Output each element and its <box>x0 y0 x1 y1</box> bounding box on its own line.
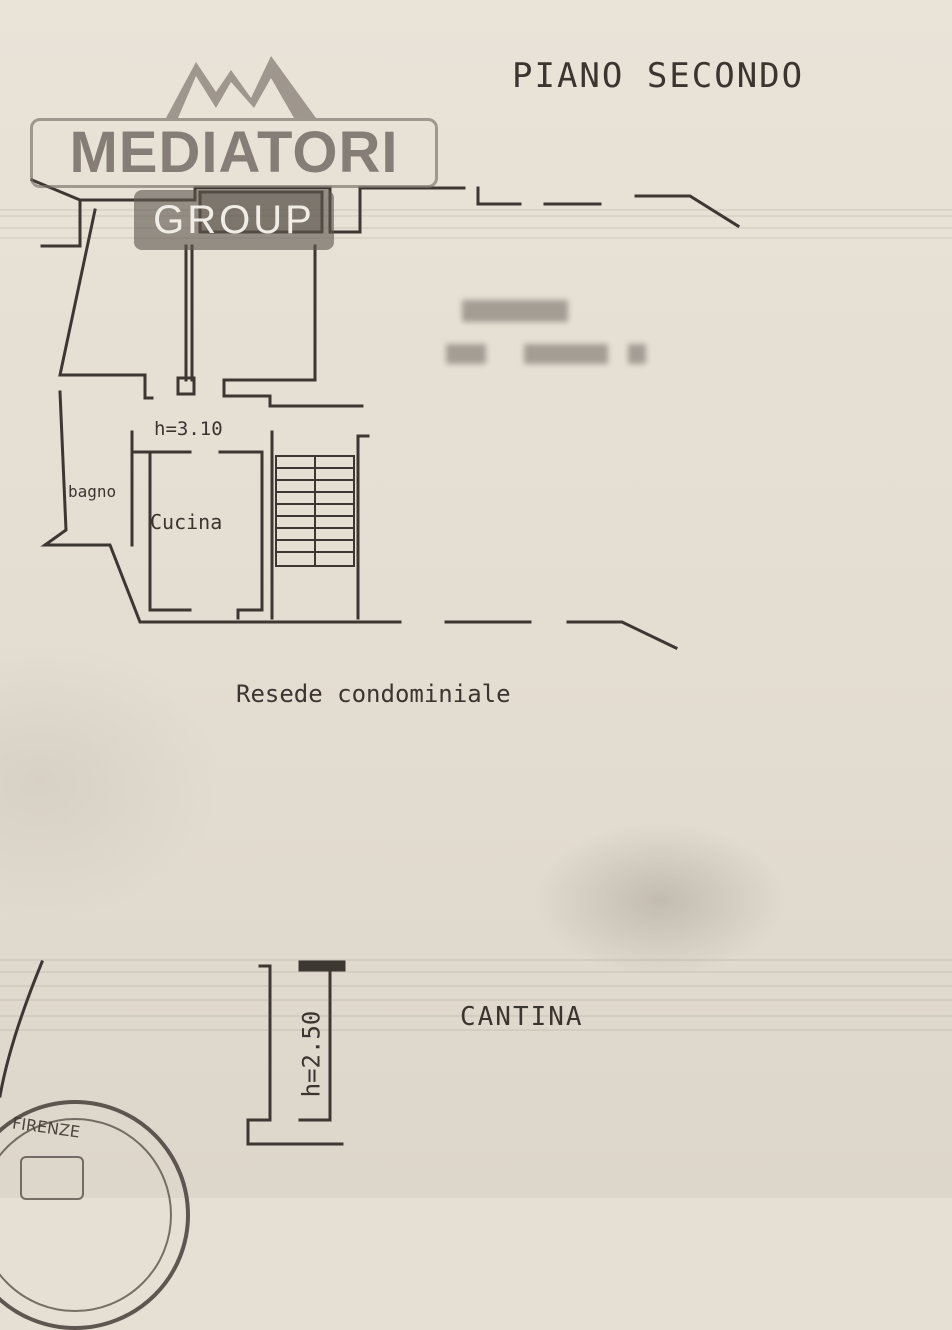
redacted-text-1 <box>462 300 568 322</box>
cellar-wall-thick <box>298 960 346 972</box>
top-wall-dash <box>476 186 741 229</box>
room-label-bagno: bagno <box>68 482 117 501</box>
watermark-brand: MEDIATORI <box>30 118 438 188</box>
pillar <box>176 376 196 396</box>
right-room-wall <box>222 244 364 408</box>
left-room-wall <box>58 208 154 400</box>
bath-wall <box>40 390 402 624</box>
ceiling-height-cellar: h=2.50 <box>297 1010 326 1098</box>
kitchen-wall <box>133 450 264 620</box>
redacted-text-4 <box>628 344 646 364</box>
grid-texture <box>0 209 952 1031</box>
common-area-label: Resede condominiale <box>236 680 511 708</box>
stamp-inner-ring <box>0 1118 172 1312</box>
redacted-text-3 <box>524 344 608 364</box>
room-label-cucina: Cucina <box>150 510 223 534</box>
cellar-wall <box>246 964 346 1146</box>
staircase <box>275 455 355 567</box>
floor-title: PIANO SECONDO <box>512 56 805 96</box>
partition-wall <box>184 244 194 382</box>
ceiling-height-main: h=3.10 <box>154 418 223 440</box>
redacted-text-2 <box>446 344 486 364</box>
stamp-emblem-icon <box>20 1156 84 1200</box>
cellar-arc <box>0 960 44 1098</box>
top-facade-wall <box>30 178 82 248</box>
watermark-sub: GROUP <box>134 190 334 250</box>
stair-wall <box>270 430 370 620</box>
bottom-facade-dash <box>444 620 679 651</box>
cellar-label: CANTINA <box>460 1002 584 1032</box>
mountain-icon <box>166 56 316 118</box>
watermark-logo: MEDIATORI GROUP <box>26 52 442 252</box>
